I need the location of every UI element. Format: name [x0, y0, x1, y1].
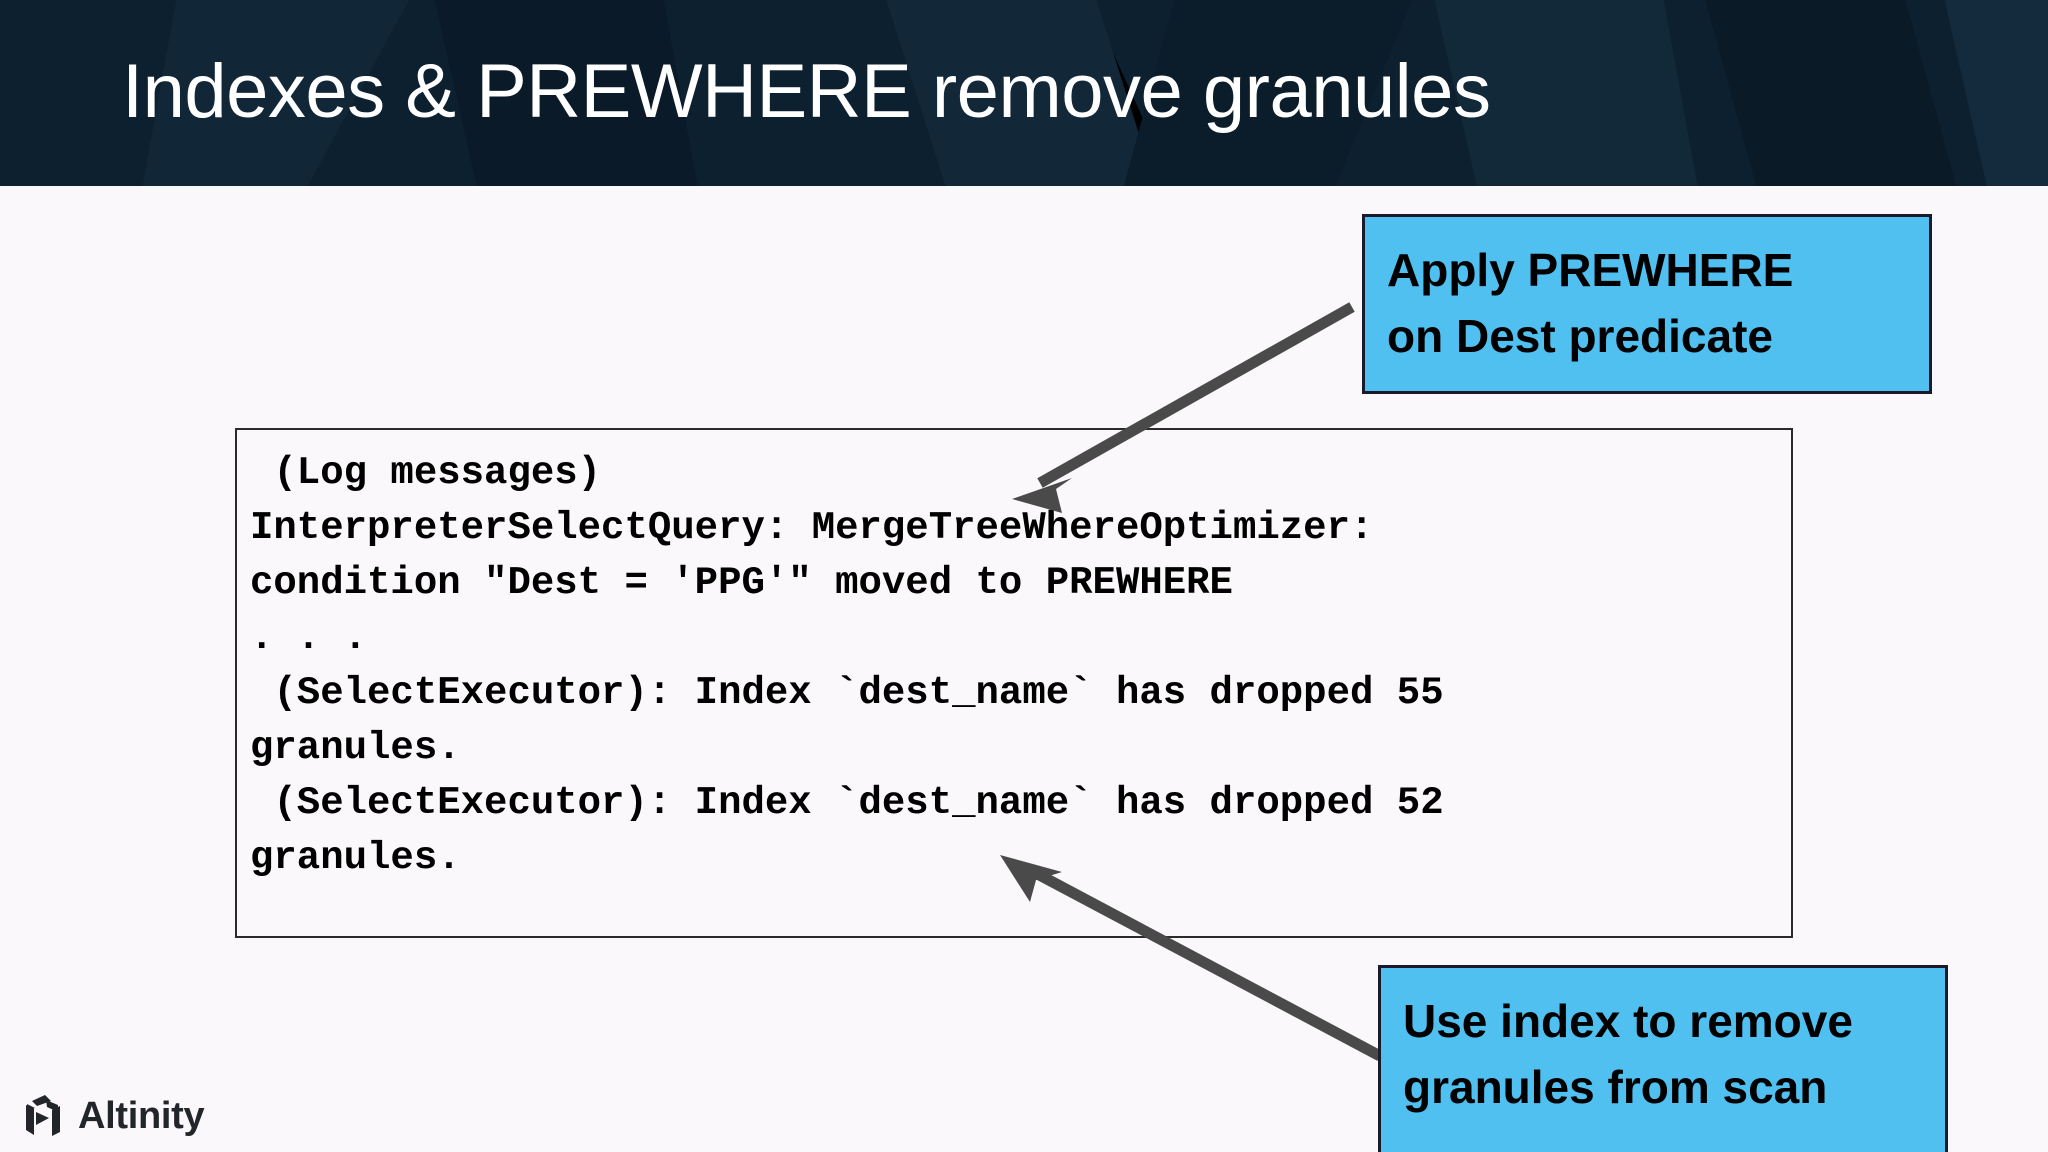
- log-output-panel: [235, 428, 1793, 938]
- callout-index-line1: Use index to remove: [1403, 995, 1853, 1047]
- slide-header: Indexes & PREWHERE remove granules: [0, 0, 2048, 186]
- page-title: Indexes & PREWHERE remove granules: [122, 49, 1491, 134]
- log-output-text: (Log messages) InterpreterSelectQuery: M…: [250, 451, 1444, 880]
- brand-name: Altinity: [78, 1094, 205, 1137]
- callout-index-line2: granules from scan: [1403, 1061, 1828, 1113]
- callout-apply-prewhere: Apply PREWHERE on Dest predicate: [1362, 214, 1932, 394]
- callout-use-index: Use index to remove granules from scan: [1378, 965, 1948, 1152]
- altinity-cube-icon: [26, 1095, 60, 1136]
- footer-brand: Altinity: [18, 1092, 205, 1140]
- callout-prewhere-line1: Apply PREWHERE: [1387, 244, 1794, 296]
- callout-prewhere-line2: on Dest predicate: [1387, 310, 1773, 362]
